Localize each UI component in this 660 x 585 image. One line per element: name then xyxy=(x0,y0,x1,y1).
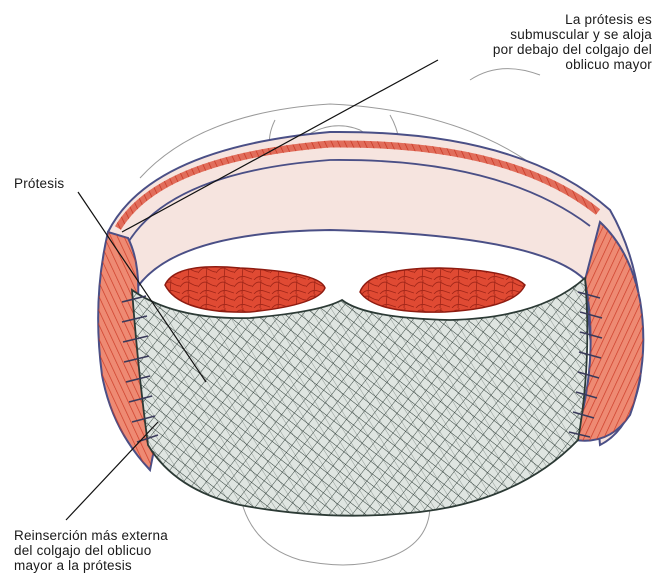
label-line: oblicuo mayor xyxy=(493,57,652,72)
mesh-prosthesis xyxy=(132,278,587,516)
label-line: por debajo del colgajo del xyxy=(493,42,652,57)
label-submuscular-prosthesis: La prótesis es submuscular y se aloja po… xyxy=(493,12,652,72)
label-line: del colgajo del oblicuo xyxy=(14,543,168,558)
label-line: La prótesis es xyxy=(493,12,652,27)
label-line: Prótesis xyxy=(14,176,64,191)
leader-line-reinsercion xyxy=(66,422,158,520)
label-reinsercion: Reinserción más externa del colgajo del … xyxy=(14,528,168,573)
label-line: mayor a la prótesis xyxy=(14,558,168,573)
label-protesis: Prótesis xyxy=(14,176,64,191)
label-line: Reinserción más externa xyxy=(14,528,168,543)
label-line: submuscular y se aloja xyxy=(493,27,652,42)
